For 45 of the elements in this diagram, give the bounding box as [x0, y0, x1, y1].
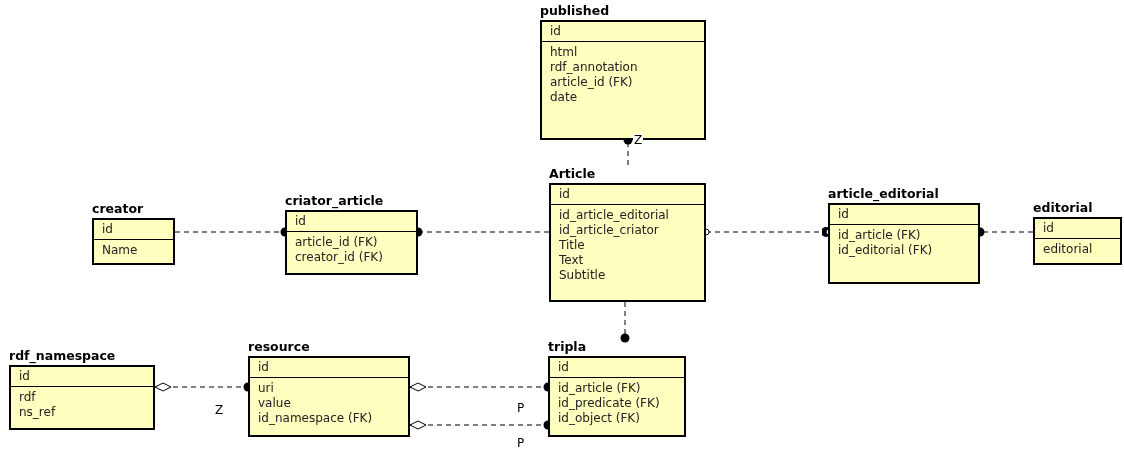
attribute: id_article (FK) — [838, 228, 921, 243]
key-attribute: id — [559, 187, 570, 201]
key-attribute: id — [19, 369, 30, 383]
attribute: Text — [559, 253, 584, 268]
table-name: editorial — [1033, 199, 1094, 217]
attribute: ns_ref — [19, 405, 56, 420]
key-attribute: id — [295, 214, 306, 228]
table-name: tripla — [548, 338, 588, 356]
edge-label: P — [516, 402, 526, 415]
attribute: value — [258, 396, 291, 411]
key-attribute: id — [838, 207, 849, 221]
table-name: creator — [92, 200, 145, 218]
edge-label: Z — [214, 404, 225, 417]
key-attribute: id — [550, 24, 561, 38]
table-name: rdf_namespace — [9, 347, 117, 365]
key-attribute: id — [1043, 221, 1054, 235]
table-name: resource — [248, 338, 311, 356]
attribute: editorial — [1043, 242, 1093, 257]
attribute: creator_id (FK) — [295, 250, 383, 265]
attribute: id_predicate (FK) — [558, 396, 660, 411]
key-attribute: id — [258, 360, 269, 374]
attribute: id_namespace (FK) — [258, 411, 373, 426]
key-attribute: id — [558, 360, 569, 374]
attribute: Title — [559, 238, 585, 253]
attribute: rdf_annotation — [550, 60, 638, 75]
attribute: id_article (FK) — [558, 381, 641, 396]
attribute: Name — [102, 243, 138, 258]
table-name: Article — [549, 165, 597, 183]
attribute: rdf — [19, 390, 36, 405]
edge-label: Z — [633, 134, 644, 147]
attribute: article_id (FK) — [295, 235, 378, 250]
attribute: article_id (FK) — [550, 75, 633, 90]
attribute: Subtitle — [559, 268, 606, 283]
attribute: id_article_editorial — [559, 208, 669, 223]
attribute: id_editorial (FK) — [838, 243, 933, 258]
attribute: id_object (FK) — [558, 411, 640, 426]
table-name: criator_article — [285, 192, 385, 210]
attribute: date — [550, 90, 578, 105]
key-attribute: id — [102, 222, 113, 236]
attribute: uri — [258, 381, 274, 396]
table-name: article_editorial — [828, 185, 940, 203]
attribute: html — [550, 45, 578, 60]
attribute: id_article_criator — [559, 223, 659, 238]
edge-label: P — [516, 437, 526, 449]
table-name: published — [540, 2, 611, 20]
